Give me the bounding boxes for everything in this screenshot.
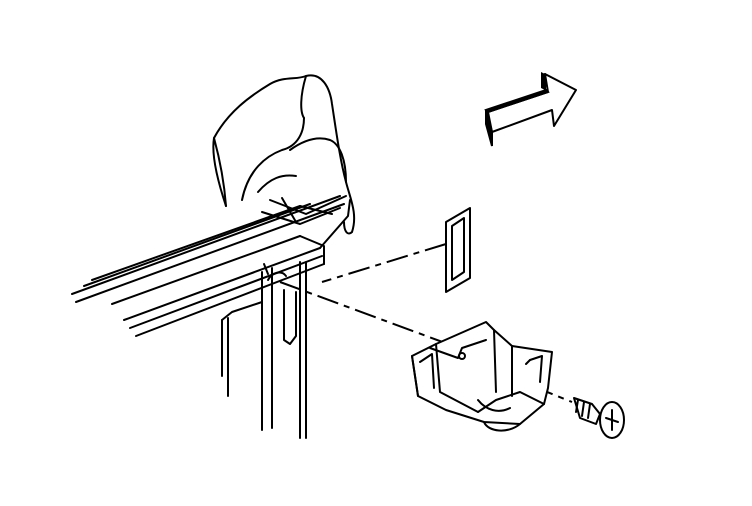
phillips-screw-icon: [573, 397, 625, 439]
bracket-clip-icon: [411, 321, 553, 432]
trim-panel-peeled: [212, 74, 356, 235]
door-window-frame: [71, 195, 351, 337]
vertical-channel: [221, 261, 307, 439]
retainer-slot-icon: [445, 207, 471, 293]
direction-arrow-icon: [484, 72, 577, 147]
